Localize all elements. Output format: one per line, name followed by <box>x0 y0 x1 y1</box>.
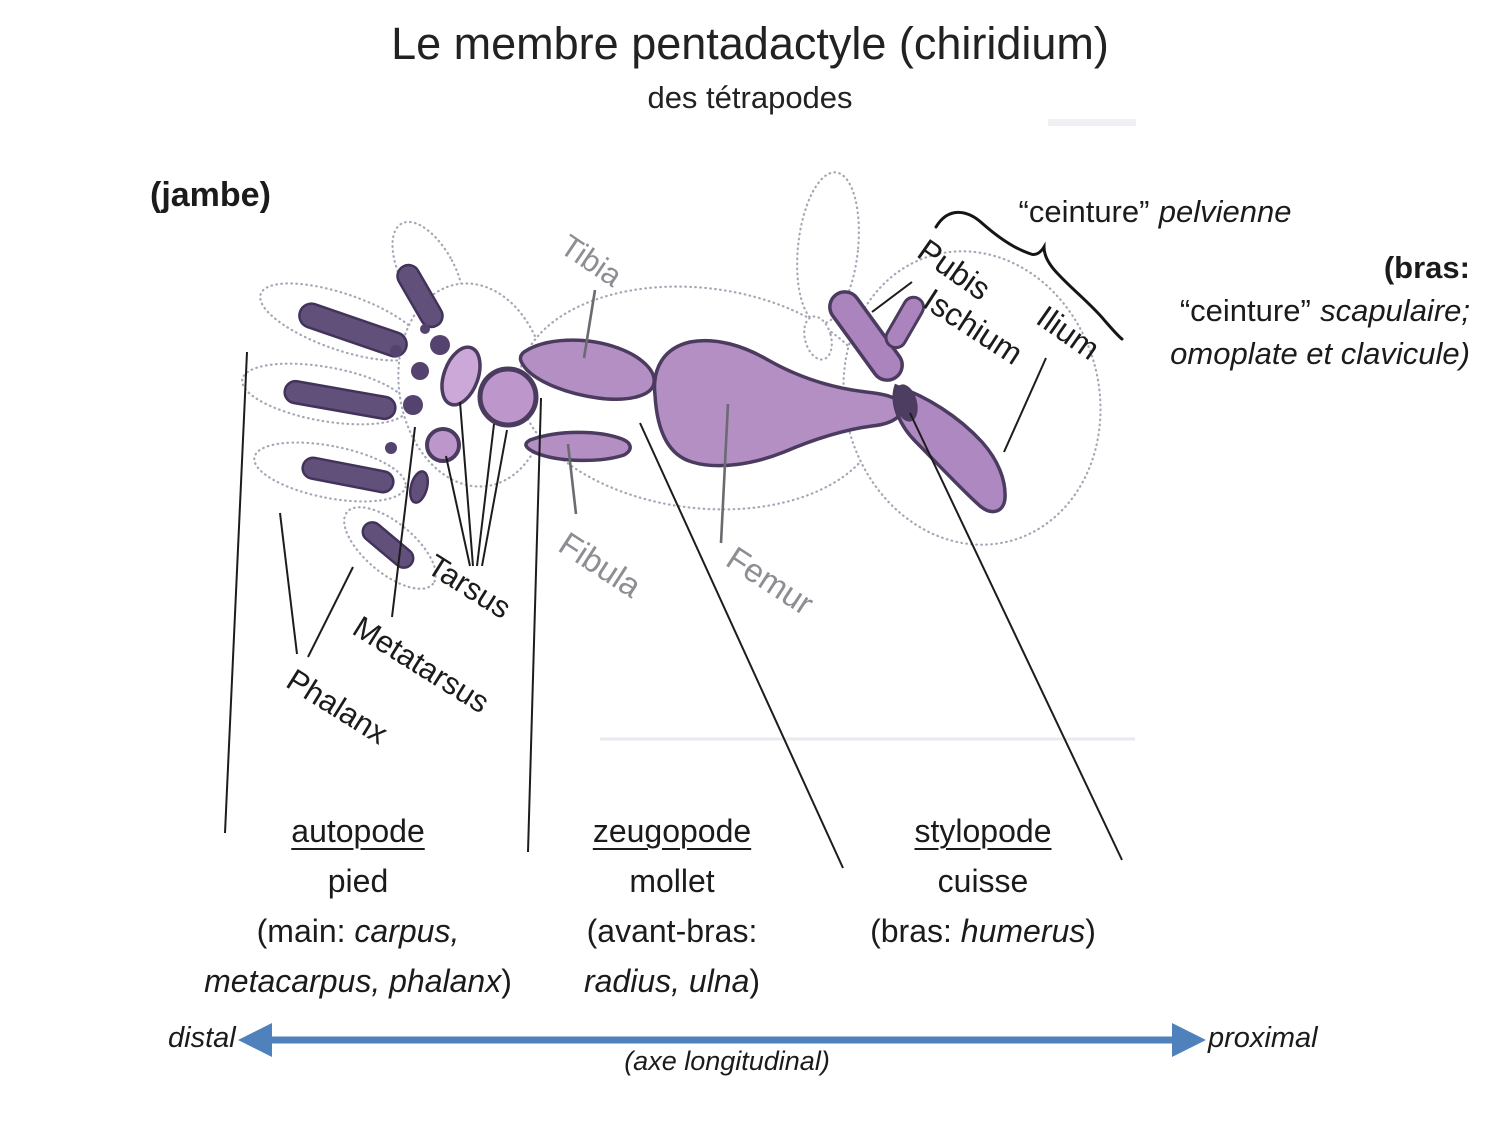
tibia-bone <box>518 338 656 401</box>
toe4-bone <box>301 456 395 494</box>
tarsal-large-bone <box>477 366 539 428</box>
tarsus-leader <box>476 423 495 567</box>
pubis-bone <box>828 290 904 382</box>
tarsus-leader <box>445 455 471 567</box>
metatarsus-leader <box>391 426 416 618</box>
phalanx-leader <box>279 512 298 655</box>
leg-side-label: (jambe) <box>150 176 271 214</box>
scapular-note-line2: “ceinture” scapulaire; <box>1170 289 1470 332</box>
tarsal-dot <box>403 395 423 415</box>
stylopode-common: cuisse <box>937 863 1029 899</box>
autopode-paren-line1: (main: carpus, <box>148 906 568 956</box>
toe3-bone <box>283 379 397 421</box>
scapular-note-quoted: “ceinture” <box>1179 293 1311 328</box>
zeugopode-l2a: radius, ulna <box>583 963 750 999</box>
stylopode-paren-line2 <box>773 956 1193 1006</box>
tarsal-dot <box>385 442 397 454</box>
scan-artifacts <box>600 119 1136 741</box>
bones <box>283 263 1007 569</box>
axis-proximal-label: proximal <box>1208 1022 1318 1054</box>
autopode-common: pied <box>327 863 389 899</box>
autopode-leader <box>224 351 248 834</box>
stylopode-l1c: ) <box>1085 913 1096 949</box>
stylopode-l1a: (bras: <box>870 913 961 949</box>
autopode-l1a: (main: <box>256 913 355 949</box>
axis-arrowhead-right <box>1172 1023 1206 1057</box>
page-subtitle: des tétrapodes <box>647 80 853 115</box>
tarsal-strip-bone <box>408 470 430 504</box>
zeugopode-header: zeugopode <box>592 813 752 849</box>
zeugopode-leader <box>527 397 542 853</box>
leader-lines <box>224 281 1123 869</box>
tarsal-elongated-bone <box>440 345 482 407</box>
tarsus-leader <box>481 429 508 567</box>
autopode-l1b: carpus, <box>354 913 460 949</box>
pelvic-girdle-caption: “ceinture”pelvienne <box>955 194 1355 230</box>
toe2-bone <box>298 302 408 358</box>
stylopode-leader-right <box>909 412 1123 861</box>
stylopode-header: stylopode <box>914 813 1052 849</box>
zeugopode-paren-line1: (avant-bras: <box>462 906 882 956</box>
phalanx-leader <box>307 566 354 658</box>
tarsal-dot <box>420 324 430 334</box>
tarsal-small-bone <box>425 427 461 463</box>
pelvic-girdle-name: pelvienne <box>1158 194 1292 229</box>
pelvis-upper-lobe-flesh <box>796 171 860 325</box>
toe5-bone <box>361 521 415 569</box>
axis-caption: (axe longitudinal) <box>624 1046 830 1076</box>
axis-arrowhead-left <box>238 1023 272 1057</box>
ilium-bone <box>892 383 1007 514</box>
scapular-note-scapulaire: scapulaire; <box>1320 293 1470 328</box>
fibula-bone <box>524 430 632 463</box>
hip-joint <box>894 384 918 422</box>
stylopode-l1b: humerus <box>960 913 1086 949</box>
tibia-leader <box>582 289 597 359</box>
autopode-paren-line2: metacarpus, phalanx) <box>148 956 568 1006</box>
toe1-bone <box>396 263 444 329</box>
zeugopode-l1a: (avant-bras: <box>586 913 758 949</box>
tarsal-dot <box>390 345 402 357</box>
zeugopode-l2b: ) <box>749 963 761 999</box>
pubis-leader <box>871 281 913 313</box>
stylopode-paren-line1: (bras: humerus) <box>773 906 1193 956</box>
scan-smudge <box>1048 119 1136 126</box>
fibula-leader <box>566 443 578 515</box>
zeugopode-paren-line2: radius, ulna) <box>462 956 882 1006</box>
pelvic-girdle-brace <box>934 210 1124 341</box>
tarsal-dot <box>430 335 450 355</box>
femur-leader <box>719 403 730 544</box>
stylopode-leader-left <box>639 422 844 869</box>
autopode-l2a: metacarpus, phalanx <box>204 963 502 999</box>
scapular-girdle-note: (bras: “ceinture” scapulaire; omoplate et… <box>1170 246 1470 375</box>
autopode-header: autopode <box>291 813 425 849</box>
scapular-note-line3: omoplate et clavicule) <box>1170 336 1470 371</box>
scapular-note-bras: (bras: <box>1383 250 1470 285</box>
zeugopode-common: mollet <box>629 863 715 899</box>
tarsal-dot <box>411 362 429 380</box>
page-title: Le membre pentadactyle (chiridium) <box>391 18 1109 69</box>
scapular-note-line1: (bras: <box>1170 246 1470 289</box>
autopode-column: autopode pied (main: carpus, metacarpus,… <box>148 806 568 1006</box>
pelvis-foramen <box>803 315 833 361</box>
axis-arrow <box>238 1023 1206 1057</box>
stylopode-column: stylopode cuisse (bras: humerus) <box>773 806 1193 1006</box>
ilium-leader <box>1003 357 1047 453</box>
ischium-bone <box>884 295 925 350</box>
tarsus-leader <box>459 401 474 567</box>
axis-distal-label: distal <box>168 1022 236 1054</box>
autopode-l2b: ) <box>501 963 512 999</box>
zeugopode-column: zeugopode mollet (avant-bras: radius, ul… <box>462 806 882 1006</box>
pelvic-girdle-quoted: “ceinture” <box>1018 194 1150 229</box>
